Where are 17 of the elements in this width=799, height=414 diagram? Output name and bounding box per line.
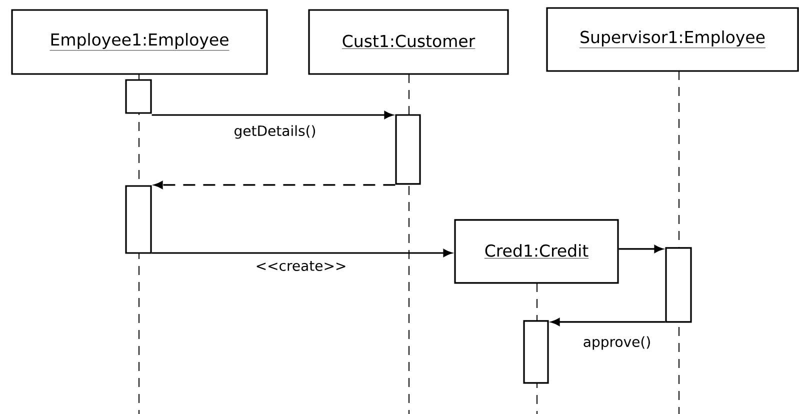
activation-bar bbox=[665, 247, 692, 323]
object-box: Employee1:Employee bbox=[11, 9, 268, 75]
message-arrow bbox=[152, 111, 393, 119]
activation-bar bbox=[523, 320, 549, 384]
message-arrow bbox=[551, 318, 666, 326]
edge-label: <<create>> bbox=[254, 260, 348, 272]
object-box: Cred1:Credit bbox=[454, 219, 619, 284]
edge-label: getDetails() bbox=[232, 124, 318, 140]
message-arrow bbox=[618, 245, 663, 253]
activation-bar bbox=[125, 185, 152, 254]
edge-label: approve() bbox=[582, 335, 652, 351]
message-arrow bbox=[152, 249, 452, 257]
activation-bar bbox=[395, 114, 421, 185]
object-box: Supervisor1:Employee bbox=[546, 7, 799, 72]
activation-bar bbox=[125, 79, 152, 114]
object-box: Cust1:Customer bbox=[308, 9, 509, 75]
message-arrow bbox=[154, 181, 396, 189]
